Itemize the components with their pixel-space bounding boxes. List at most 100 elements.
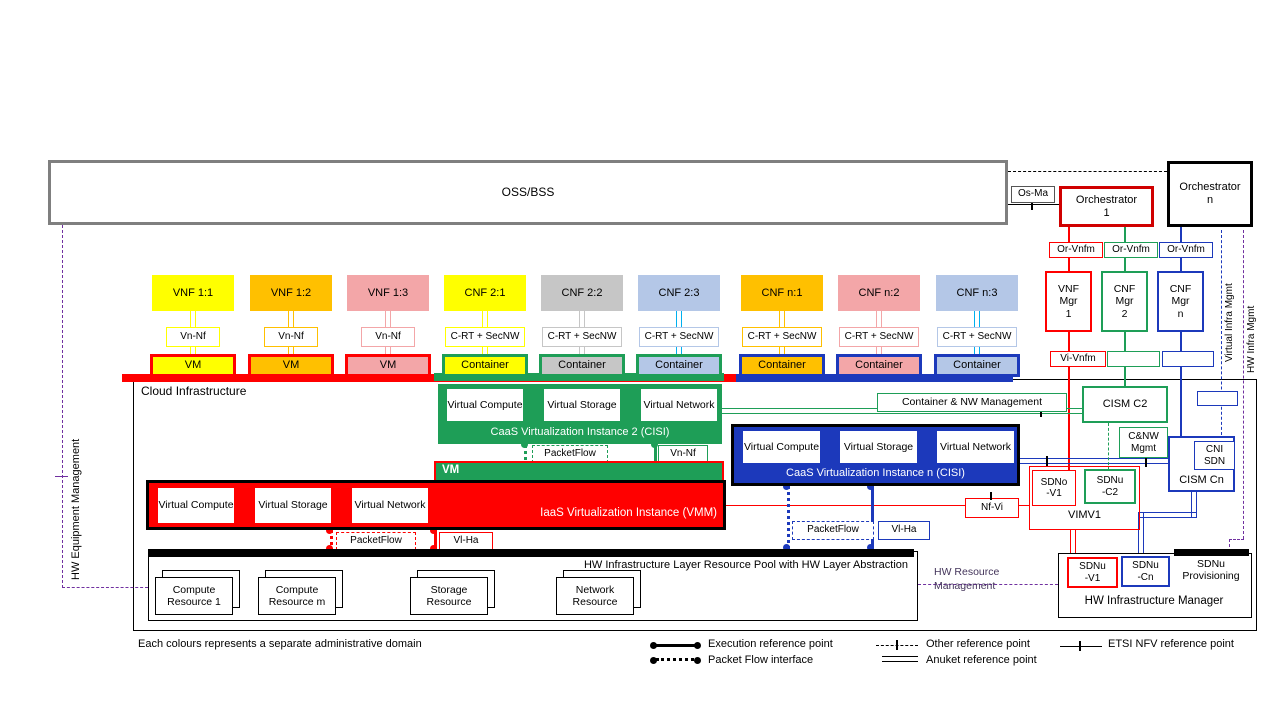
- unit-box-5: Container: [539, 354, 625, 377]
- legend-exec-line: [653, 644, 697, 647]
- oss-bss-label: OSS/BSS: [501, 184, 555, 199]
- legend-packet-label: Packet Flow interface: [708, 654, 814, 666]
- caasn-packetflow-dot-top: [783, 483, 790, 490]
- hw-resource-mgmt-dashed: [918, 584, 1058, 585]
- caasn-virtual-compute: Virtual Compute: [742, 430, 821, 464]
- legend-anuket-line: [882, 656, 918, 662]
- unit-box-4: Container: [442, 354, 528, 377]
- nf-box-cnf-n-1: CNF n:1: [741, 275, 823, 311]
- caas2-virtual-compute: Virtual Compute: [446, 388, 524, 422]
- caas2-box: Virtual Compute Virtual Storage Virtual …: [438, 384, 722, 444]
- caasn-label: CaaS Virtualization Instance n (CISI): [786, 467, 965, 479]
- caasn-domain-strip: [736, 374, 1013, 382]
- legend-anuket-label: Anuket reference point: [926, 654, 1037, 666]
- ref-label-5: C-RT + SecNW: [542, 327, 622, 347]
- hw-equipment-dashed-v: [62, 225, 64, 588]
- vim-v1-label: VIMV1: [1067, 509, 1101, 521]
- cismc2-sdnuc2-dashed-line: [1108, 423, 1110, 470]
- legend-etsi-label: ETSI NFV reference point: [1108, 638, 1234, 650]
- caas2-domain-strip: [434, 373, 724, 381]
- hw-infra-mgmt-label: HW Infra Mgmt: [1246, 305, 1257, 373]
- iaas-box: Virtual Compute Virtual Storage Virtual …: [146, 480, 726, 530]
- legend-exec-dot-right: [694, 642, 701, 649]
- caasn-packetflow-dot-bottom: [783, 544, 790, 551]
- caasn-vlha-label: Vl-Ha: [878, 521, 930, 540]
- iaas-label: IaaS Virtualization Instance (VMM): [540, 507, 717, 519]
- virtual-infra-mgmt-label: Virtual Infra Mgmt: [1224, 283, 1235, 362]
- ref-label-6: C-RT + SecNW: [639, 327, 719, 347]
- container-nw-mgmt-label: Container & NW Management: [877, 393, 1067, 412]
- nf-box-vnf-1-1: VNF 1:1: [152, 275, 234, 311]
- iaas-vlha-dot-top: [430, 527, 437, 534]
- cism-c2-box: CISM C2: [1082, 386, 1168, 423]
- caasn-box: Virtual Compute Virtual Storage Virtual …: [731, 424, 1020, 486]
- ref-label-1: Vn-Nf: [166, 327, 220, 347]
- iaas-virtual-storage: Virtual Storage: [254, 487, 332, 524]
- unit-box-1: VM: [150, 354, 236, 377]
- cnf-mgr-2-box: CNF Mgr 2: [1101, 271, 1148, 332]
- cism-cn-label: CISM Cn: [1179, 474, 1224, 486]
- iaas-virtual-compute: Virtual Compute: [157, 487, 235, 524]
- sdnu-v1-box: SDNu -V1: [1067, 557, 1118, 588]
- caas2-vnnf-dot-top: [651, 441, 658, 448]
- nf-box-vnf-1-3: VNF 1:3: [347, 275, 429, 311]
- oss-bss-box: OSS/BSS: [48, 160, 1008, 225]
- hw-equipment-tick: [55, 476, 68, 477]
- caas2-virtual-network: Virtual Network: [640, 388, 718, 422]
- unit-box-6: Container: [636, 354, 722, 377]
- ref-label-7: C-RT + SecNW: [742, 327, 822, 347]
- unit-box-9: Container: [934, 354, 1020, 377]
- nf-box-cnf-n-3: CNF n:3: [936, 275, 1018, 311]
- iaas-packetflow-line: [330, 530, 333, 551]
- hw-infra-mgmt-dashed-jog-v: [1229, 539, 1231, 552]
- vm-bar-label: VM: [442, 464, 460, 476]
- legend-exec-label: Execution reference point: [708, 638, 833, 650]
- caasn-packetflow-label: PacketFlow: [792, 521, 874, 540]
- ref-label-9: C-RT + SecNW: [937, 327, 1017, 347]
- sdnu-c2-box: SDNu -C2: [1084, 469, 1136, 504]
- hw-resource-mgmt-label: HW Resource Management: [934, 566, 1000, 592]
- caasn-line-tick2: [1145, 456, 1147, 467]
- iaas-packetflow-dot-bottom: [326, 545, 333, 552]
- cnw-mgmt-box: C&NW Mgmt: [1119, 427, 1168, 458]
- cismcn-sdnucn-line-h: [1138, 512, 1197, 518]
- nf-box-cnf-2-1: CNF 2:1: [444, 275, 526, 311]
- vnf-mgr-1-box: VNF Mgr 1: [1045, 271, 1092, 332]
- oss-orchn-dashed-line: [1008, 171, 1167, 172]
- cismcn-sdnucn-line-v2: [1138, 512, 1144, 553]
- hw-infra-manager-box: SDNu -V1 SDNu -Cn SDNu Provisioning HW I…: [1058, 553, 1252, 618]
- cnf-mgr-n-box: CNF Mgr n: [1157, 271, 1204, 332]
- or-vnfm-label-2: Or-Vnfm: [1104, 242, 1158, 258]
- ref-label-2: Vn-Nf: [264, 327, 318, 347]
- ref-label-8: C-RT + SecNW: [839, 327, 919, 347]
- hw-infra-mgmt-dashed-jog-h: [1229, 539, 1244, 540]
- cni-sdn-box: CNI SDN: [1194, 441, 1235, 470]
- caasn-cism-anuket-line: [1020, 458, 1168, 464]
- orch1-vnfm1-line: [1068, 227, 1070, 471]
- unit-box-7: Container: [739, 354, 825, 377]
- iaas-vlha-dot-bottom: [430, 545, 437, 552]
- iaas-vlha-label: Vl-Ha: [439, 532, 493, 550]
- caasn-virtual-network: Virtual Network: [936, 430, 1015, 464]
- legend-note: Each colours represents a separate admin…: [138, 638, 422, 650]
- legend-packet-line: [656, 658, 694, 661]
- os-ma-line: [1008, 204, 1059, 205]
- iaas-packetflow-label: PacketFlow: [336, 532, 416, 550]
- vi-vnfm-label: Vi-Vnfm: [1050, 351, 1106, 367]
- legend-etsi-tick: [1079, 641, 1081, 651]
- nf-box-cnf-n-2: CNF n:2: [838, 275, 920, 311]
- nf-vi-etsi-tick: [990, 492, 992, 500]
- iaas-vim-nfvi-line: [726, 505, 1030, 506]
- iaas-virtual-network: Virtual Network: [351, 487, 429, 524]
- vim-v1-box: [1029, 466, 1140, 530]
- unit-box-2: VM: [248, 354, 334, 377]
- empty-ref-box-blue: [1162, 351, 1214, 367]
- cloud-infrastructure-title: Cloud Infrastructure: [141, 384, 247, 398]
- caas2-label: CaaS Virtualization Instance 2 (CISI): [490, 426, 670, 438]
- hw-equipment-mgmt-label: HW Equipment Management: [70, 438, 82, 580]
